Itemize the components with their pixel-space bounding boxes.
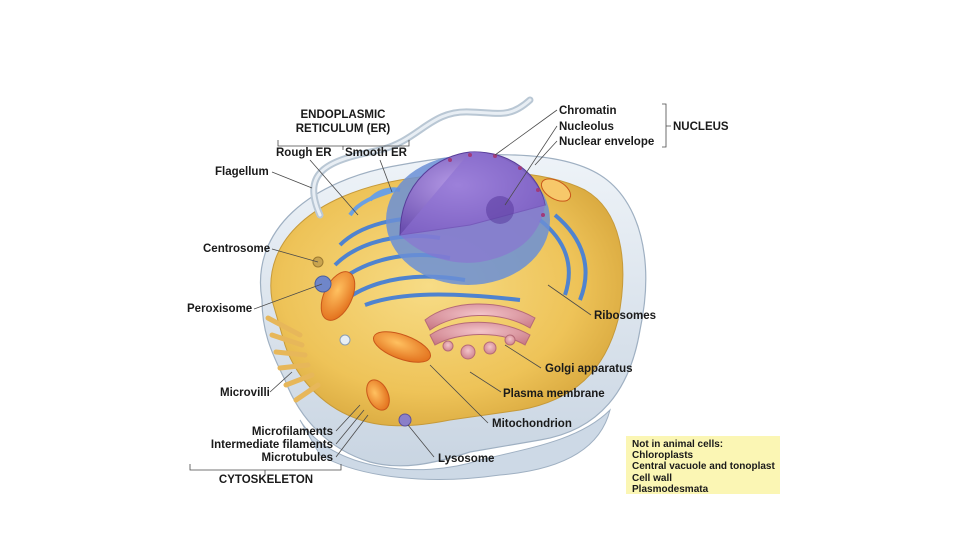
golgi-shape (424, 303, 536, 360)
label-centrosome: Centrosome (203, 243, 271, 255)
er-heading: ENDOPLASMIC RETICULUM (ER) (278, 108, 408, 136)
label-ribosomes: Ribosomes (594, 310, 656, 322)
note-item: Plasmodesmata (632, 483, 709, 495)
lysosome-shape (398, 413, 412, 427)
note-item: Cell wall (632, 472, 673, 484)
leader-lines (189, 103, 671, 474)
label-rough-er: Rough ER (276, 147, 332, 159)
label-lysosome: Lysosome (438, 453, 495, 465)
label-chromatin: Chromatin (559, 105, 617, 117)
er-heading-line1: ENDOPLASMIC (300, 109, 386, 121)
er-heading-line2: RETICULUM (ER) (295, 123, 391, 135)
label-peroxisome: Peroxisome (187, 303, 253, 315)
label-microvilli: Microvilli (220, 387, 270, 399)
microvilli-shape (265, 315, 321, 403)
nucleus-shape (386, 151, 550, 285)
label-plasma-membrane: Plasma membrane (503, 388, 605, 400)
plant-only-note: Not in animal cells: Chloroplasts Centra… (626, 436, 780, 495)
label-mitochondrion: Mitochondrion (492, 418, 572, 430)
note-item: Central vacuole and tonoplast (632, 461, 775, 473)
label-flagellum: Flagellum (215, 166, 269, 178)
peroxisome-shape (314, 275, 332, 293)
label-microtubules: Microtubules (261, 452, 333, 464)
label-nucleolus: Nucleolus (559, 121, 614, 133)
label-smooth-er: Smooth ER (345, 147, 407, 159)
label-golgi-apparatus: Golgi apparatus (545, 363, 633, 375)
label-intermediate-filaments: Intermediate filaments (210, 439, 333, 451)
label-nuclear-envelope: Nuclear envelope (559, 136, 655, 148)
note-item: Chloroplasts (632, 450, 694, 462)
note-title: Not in animal cells: (632, 439, 724, 450)
label-microfilaments: Microfilaments (251, 426, 333, 438)
label-cytoskeleton: CYTOSKELETON (218, 474, 314, 486)
label-nucleus: NUCLEUS (673, 121, 729, 133)
